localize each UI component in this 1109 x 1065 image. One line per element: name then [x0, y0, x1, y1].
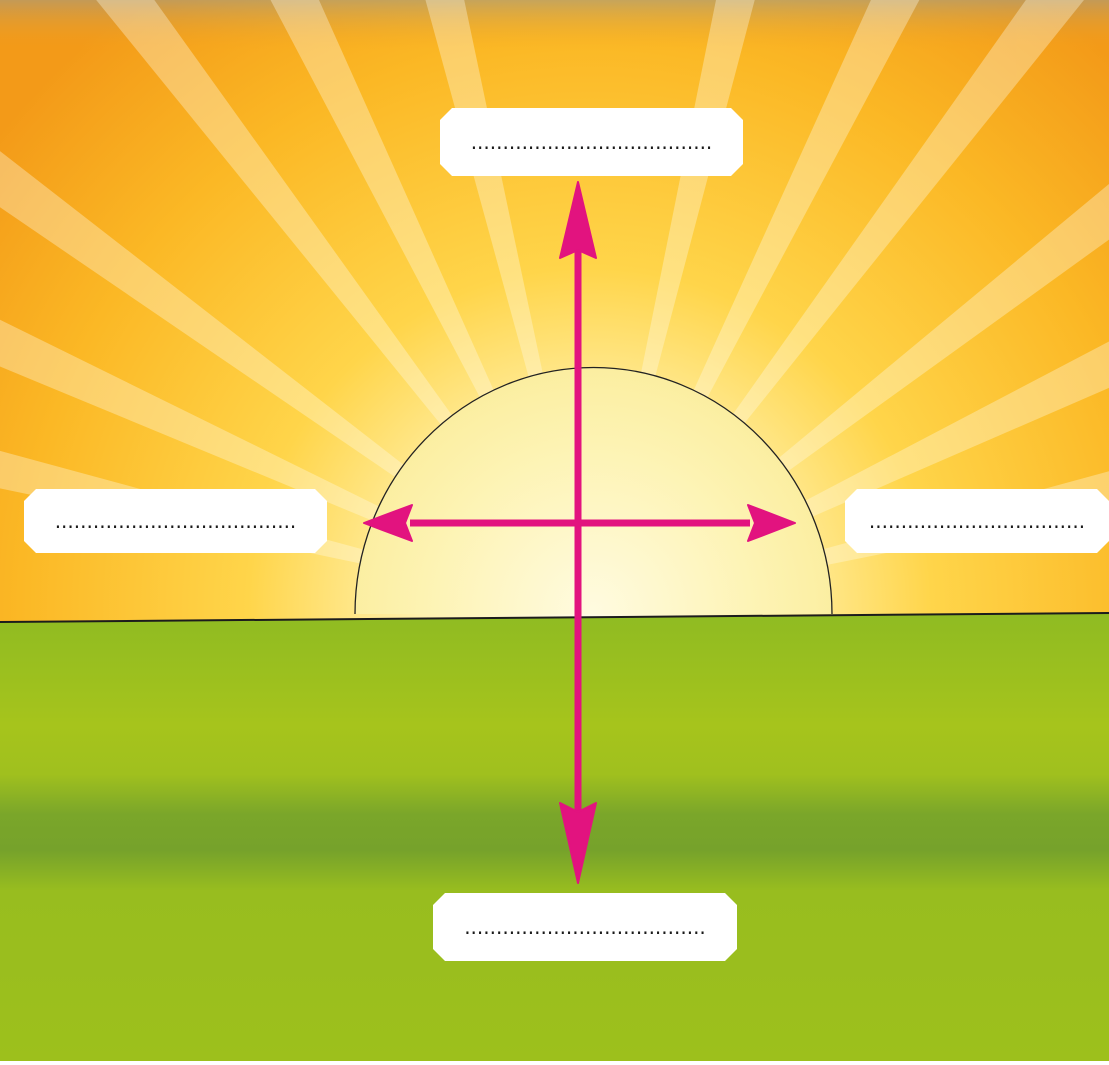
label-box-top[interactable]: ...................................... [440, 108, 743, 176]
label-right-blank: .................................. [845, 489, 1109, 553]
ground [0, 613, 1109, 1061]
label-box-left[interactable]: ...................................... [24, 489, 327, 557]
label-top-blank: ...................................... [440, 108, 743, 176]
label-left-blank: ...................................... [24, 489, 327, 553]
label-bottom-blank: ...................................... [433, 893, 737, 961]
label-box-right[interactable]: .................................. [845, 489, 1109, 557]
label-box-bottom[interactable]: ...................................... [433, 893, 737, 961]
